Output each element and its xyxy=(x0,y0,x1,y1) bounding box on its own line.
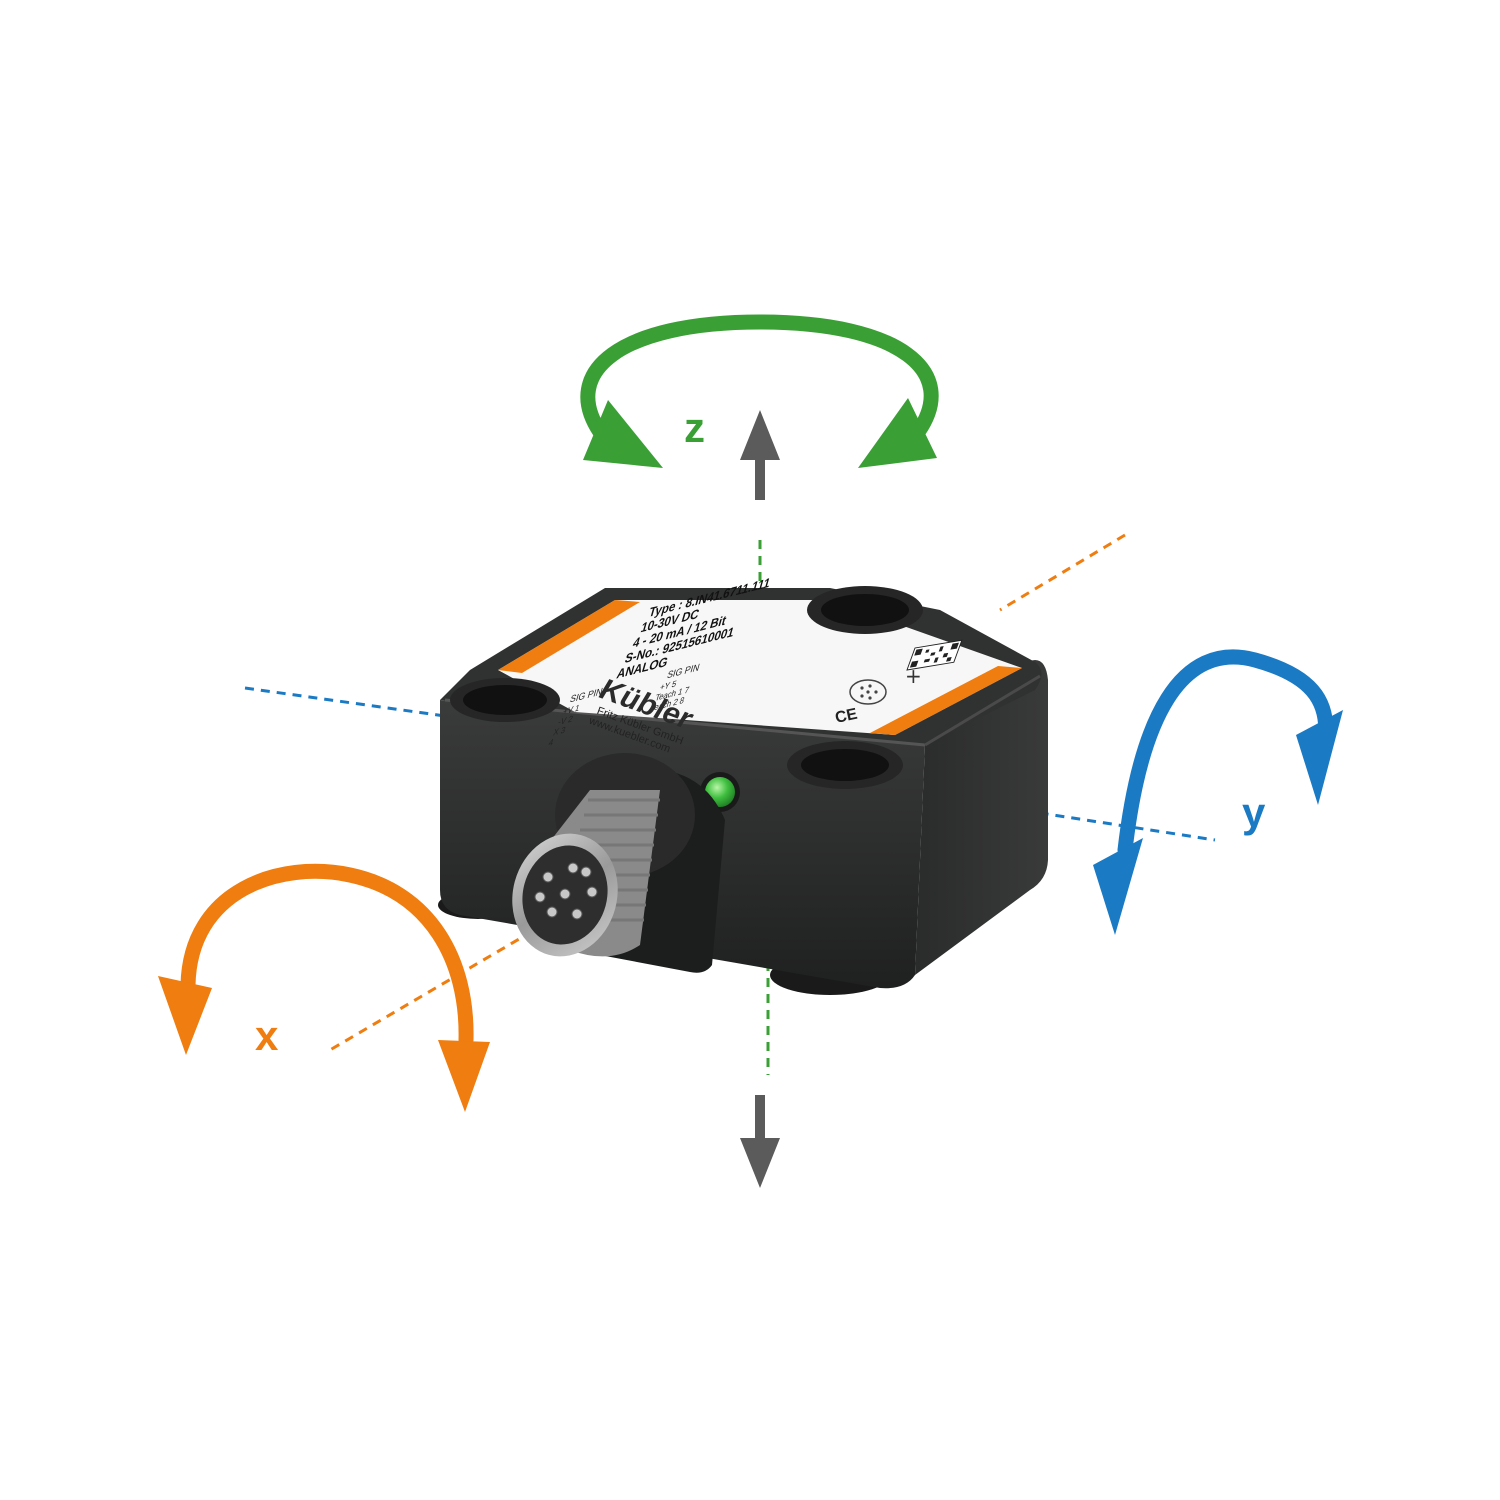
m12-connector-icon xyxy=(512,753,695,957)
y-axis-label: y xyxy=(1242,789,1266,836)
z-axis-label: z xyxy=(684,404,705,451)
pin-entry: X 3 xyxy=(552,724,567,737)
inclinometer-sensor: Type : 8.IN41.6711.111 10-30V DC 4 - 20 … xyxy=(438,575,1048,995)
x-axis-dashed-line xyxy=(329,533,1126,1052)
housing-side-face xyxy=(915,660,1048,975)
y-rotation-arrow xyxy=(1093,649,1343,935)
z-linear-arrow-up xyxy=(740,410,780,500)
label-orange-stripe-left xyxy=(498,600,640,673)
ce-mark-icon: CE xyxy=(834,706,860,727)
x-rotation-arrow xyxy=(158,863,490,1112)
pin-entry: +Y 5 xyxy=(659,678,678,692)
pin-entry: 4 xyxy=(547,737,554,748)
product-label xyxy=(498,600,1022,735)
z-rotation-arrow xyxy=(580,314,939,468)
qr-code-icon xyxy=(906,639,963,671)
mounting-hole xyxy=(807,586,923,634)
plus-symbol: + xyxy=(905,664,922,688)
mounting-hole xyxy=(450,678,560,722)
x-axis-label: x xyxy=(255,1012,279,1059)
connector-pinout-icon xyxy=(849,679,887,705)
mounting-hole xyxy=(787,741,903,789)
pin-entry: -V 2 xyxy=(557,713,574,727)
label-orange-stripe-right xyxy=(870,666,1022,735)
z-linear-arrow-down xyxy=(740,1095,780,1188)
